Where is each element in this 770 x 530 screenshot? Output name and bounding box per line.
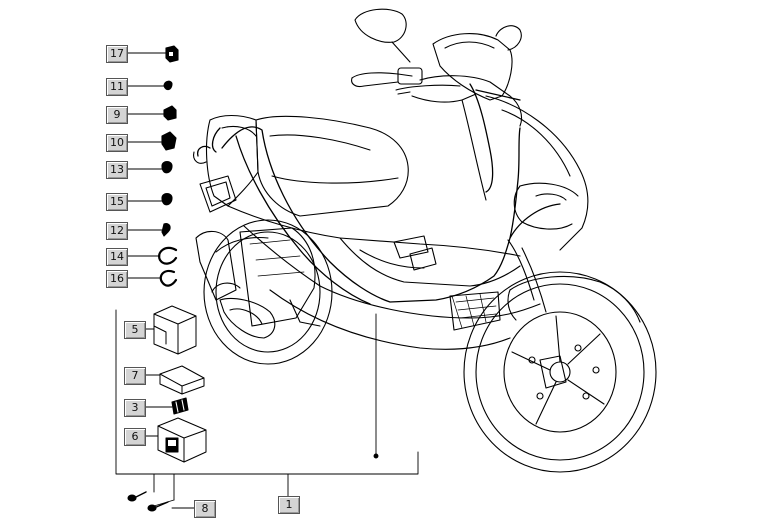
- ring-parts: [158, 246, 178, 287]
- callout-7[interactable]: 7: [124, 367, 146, 385]
- callout-3[interactable]: 3: [124, 399, 146, 417]
- callout-5[interactable]: 5: [124, 321, 146, 339]
- terminal-connector-icon: [161, 131, 177, 151]
- callout-9[interactable]: 9: [106, 106, 128, 124]
- cable-ring-icon: [158, 246, 178, 265]
- clip-icon: [163, 80, 173, 91]
- callout-11[interactable]: 11: [106, 78, 128, 96]
- cable-ring-small-icon: [159, 269, 178, 287]
- callout-8[interactable]: 8: [194, 500, 216, 518]
- callout-15[interactable]: 15: [106, 193, 128, 211]
- callout-6[interactable]: 6: [124, 428, 146, 446]
- screw-icon: [127, 491, 169, 512]
- callout-14[interactable]: 14: [106, 248, 128, 266]
- connector-block-icon: [165, 45, 179, 63]
- callout-1[interactable]: 1: [278, 496, 300, 514]
- cable-tie-clip-icon: [161, 160, 173, 174]
- callout-10[interactable]: 10: [106, 134, 128, 152]
- cable-clip-icon: [161, 192, 173, 206]
- foam-pad-icon: [159, 365, 205, 395]
- callout-13[interactable]: 13: [106, 161, 128, 179]
- hook-clip-icon: [161, 223, 171, 237]
- relay-block-icon: [153, 305, 197, 355]
- wiring-harness: [197, 83, 561, 305]
- leader-lines: [115, 52, 419, 509]
- small-parts: [161, 45, 179, 237]
- callout-12[interactable]: 12: [106, 222, 128, 240]
- fuse-icon: [171, 397, 189, 415]
- callout-16[interactable]: 16: [106, 270, 128, 288]
- fuse-box-icon: [157, 417, 207, 463]
- callout-17[interactable]: 17: [106, 45, 128, 63]
- scooter-illustration: [193, 8, 657, 473]
- double-connector-icon: [163, 105, 177, 121]
